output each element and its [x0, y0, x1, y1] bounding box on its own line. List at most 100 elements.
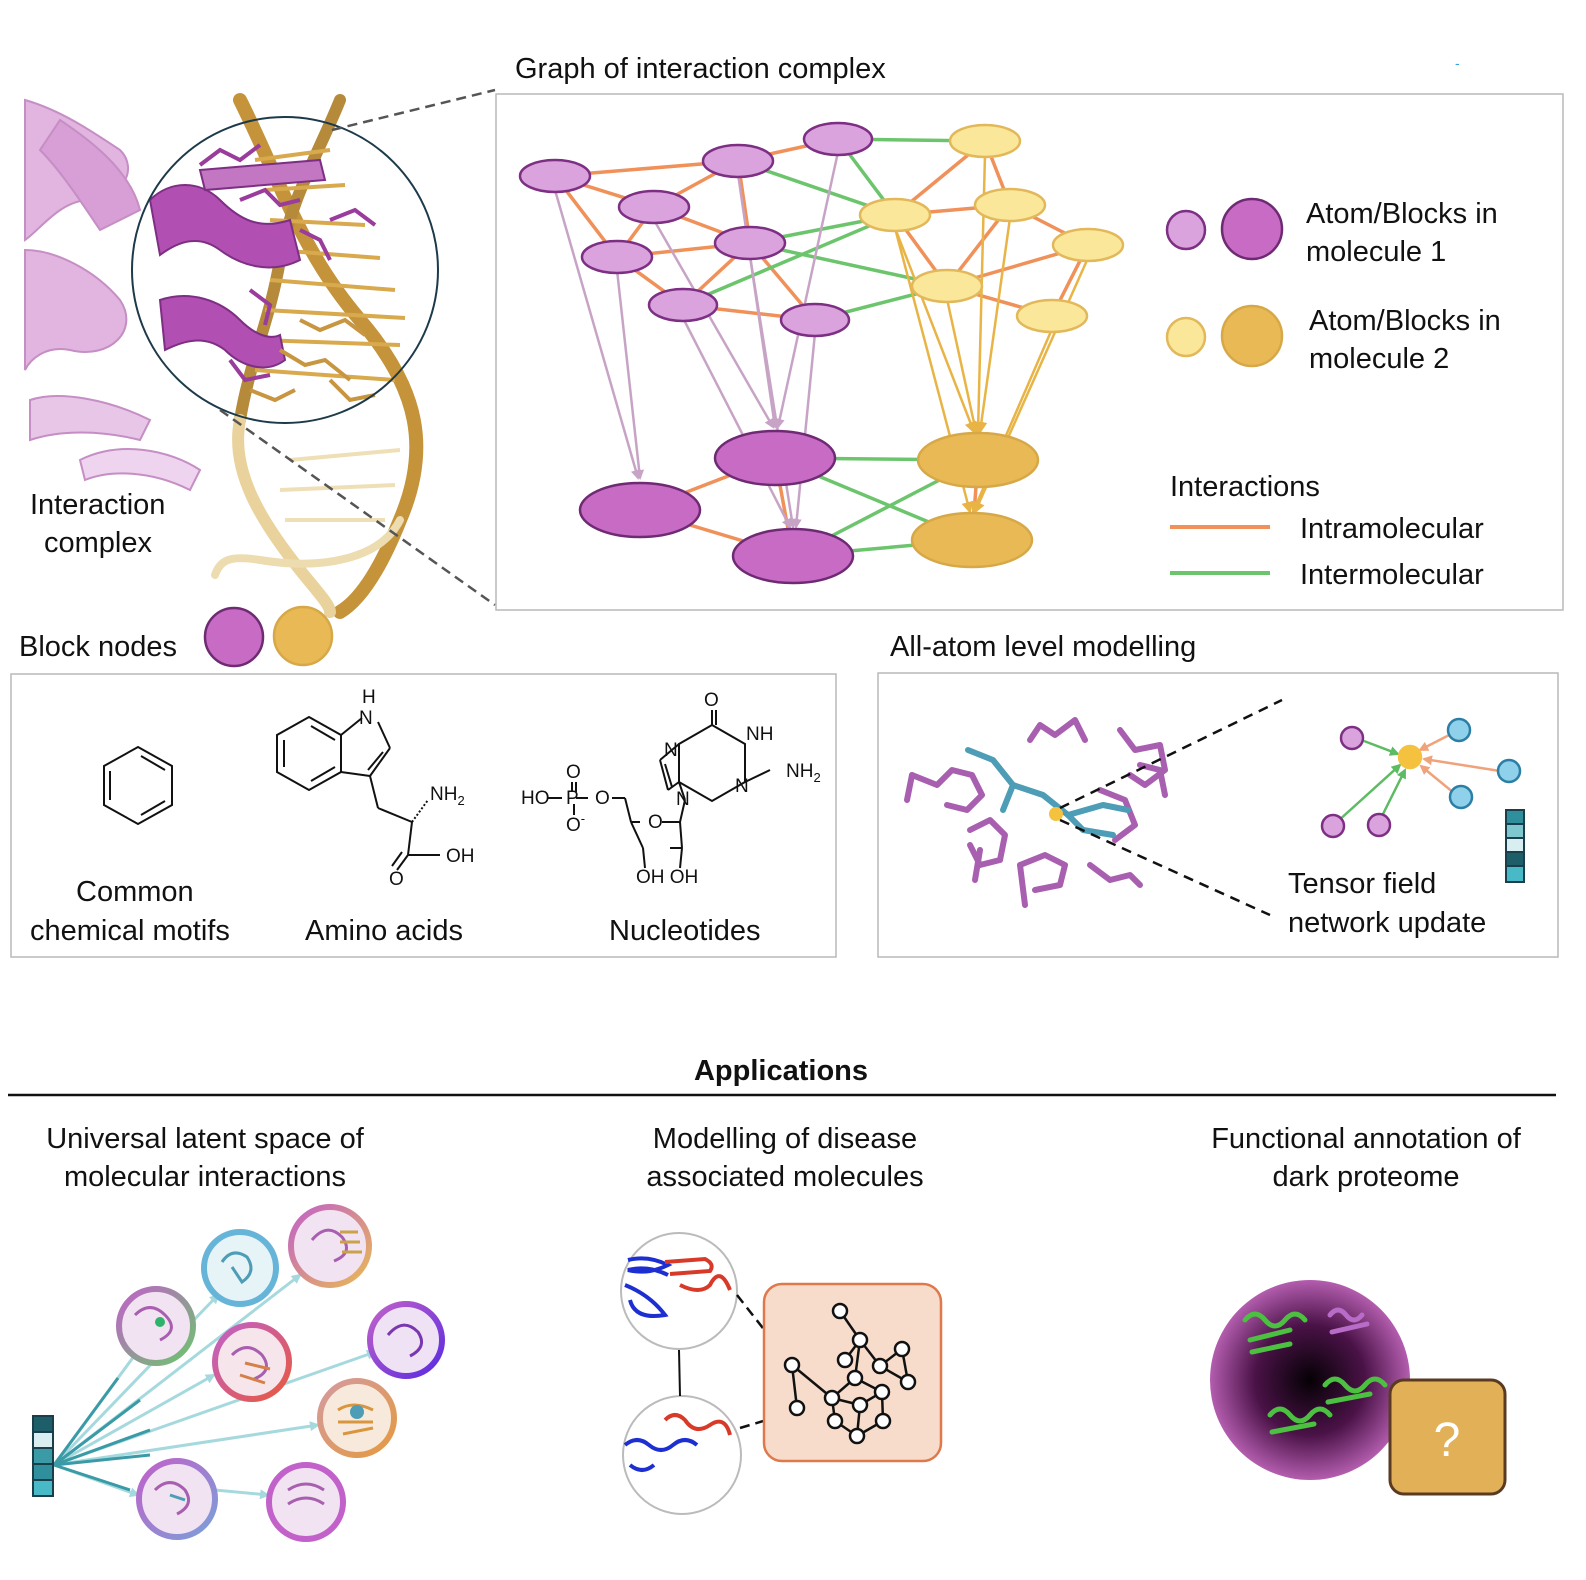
interaction-complex-illustration: Interaction complex — [24, 93, 439, 619]
nuc-o-top-label: O — [704, 690, 719, 711]
graph-node — [916, 431, 1040, 489]
disease-molecules-illustration — [620, 1232, 943, 1515]
indole-n-label: N — [359, 708, 373, 729]
question-icon: ? — [1434, 1414, 1461, 1467]
complex-thumbnail — [212, 1322, 292, 1402]
dark-proteome-illustration: ? — [1210, 1280, 1507, 1496]
legend-mol2-line2: molecule 2 — [1309, 343, 1449, 375]
block-node-mol1-swatch — [203, 606, 265, 668]
phosphate-ho-label: HO — [521, 788, 550, 809]
motifs-label-line1: Common — [76, 876, 194, 908]
phosphate-p-label: P — [566, 788, 579, 809]
graph-atom — [788, 1399, 806, 1417]
graph-node — [580, 239, 654, 275]
legend-mol2-block-swatch — [1220, 304, 1284, 368]
protein-link — [678, 1349, 681, 1397]
complex-thumbnails — [116, 1204, 445, 1542]
app1-label-line2: molecular interactions — [64, 1161, 346, 1193]
protein-ribbons — [623, 1256, 732, 1472]
protein-ribbon — [24, 98, 202, 492]
nuc-nh-label: NH — [746, 724, 773, 745]
graph-title: Graph of interaction complex — [515, 53, 886, 85]
complex-thumbnail — [201, 1229, 279, 1307]
graph-atom — [848, 1427, 866, 1445]
binding-helices — [148, 158, 327, 369]
feature-vector-icon — [1505, 809, 1525, 883]
graph-panel — [495, 93, 1564, 611]
mol2-atom-nodes — [858, 123, 1125, 334]
mol1-pooling-arrows — [553, 151, 840, 529]
dark-proteome-sphere — [1210, 1280, 1410, 1480]
legend-interactions-title: Interactions — [1170, 471, 1320, 503]
acid-oh-label: OH — [446, 846, 475, 867]
focus-atom — [1049, 807, 1063, 821]
mp-blue-node — [1448, 784, 1474, 810]
dna-base-pairs — [254, 148, 406, 522]
motifs-label-line2: chemical motifs — [30, 915, 230, 947]
zoom-connectors — [219, 88, 496, 607]
graph-node — [701, 143, 775, 179]
graph-node — [910, 511, 1034, 569]
benzene-structure — [103, 745, 173, 826]
mp-pink-node — [1339, 725, 1365, 751]
app2-label-line2: associated molecules — [646, 1161, 923, 1193]
nucleotide-structure — [548, 710, 771, 869]
graph-nodes — [518, 121, 1125, 585]
legend-intra-label: Intramolecular — [1300, 513, 1484, 545]
mp-blue-node — [1496, 758, 1522, 784]
graph-atom — [874, 1412, 892, 1430]
legend-mol2-atom-swatch — [1165, 316, 1207, 358]
phosphate-o-top-label: O — [566, 762, 581, 783]
legend-mol1-block-swatch — [1220, 197, 1284, 261]
message-passing-graph — [1320, 717, 1522, 839]
graph-atom — [893, 1340, 911, 1358]
disease-arrow-2 — [739, 1409, 792, 1430]
ring-o-label: O — [648, 812, 663, 833]
graph-atom — [831, 1302, 849, 1320]
graph-atom — [826, 1412, 844, 1430]
focus-connectors — [1059, 698, 1283, 917]
graph-node — [647, 287, 719, 323]
nuc-n2-label: N — [735, 776, 749, 797]
mp-blue-node — [1446, 717, 1472, 743]
app2-label-line1: Modelling of disease — [653, 1123, 917, 1155]
complex-thumbnail — [136, 1458, 218, 1540]
side-chain-sticks — [198, 143, 377, 383]
graph-node — [802, 121, 874, 157]
latent-arrows — [52, 1273, 377, 1500]
phosphate-o-label: O — [595, 788, 610, 809]
graph-node — [617, 189, 691, 225]
all-atom-title: All-atom level modelling — [890, 631, 1196, 663]
ribose-oh-label: OH OH — [636, 867, 698, 888]
graph-node — [578, 481, 702, 539]
pink-residue-sticks — [904, 717, 1168, 908]
interaction-complex-label-line2: complex — [44, 527, 152, 559]
amine-label: NH2 — [430, 784, 465, 808]
complex-thumbnail — [116, 1286, 196, 1366]
mol1-atom-nodes — [518, 121, 874, 338]
legend-inter-label: Intermolecular — [1300, 559, 1484, 591]
graph-node — [731, 527, 855, 585]
tensor-field-label-line1: Tensor field — [1288, 868, 1436, 900]
legend-mol1-atom-swatch — [1165, 209, 1207, 251]
latent-fan-lines — [52, 1377, 151, 1492]
interaction-complex-label-line1: Interaction — [30, 489, 165, 521]
graph-atom — [851, 1331, 869, 1349]
atom-sticks-illustration — [904, 717, 1168, 908]
nuc-n1-label: N — [664, 740, 678, 761]
app3-label-line2: dark proteome — [1273, 1161, 1460, 1193]
zoom-circle — [131, 116, 439, 424]
complex-thumbnail — [266, 1462, 346, 1542]
legend-mol2-line1: Atom/Blocks in — [1309, 305, 1501, 337]
graph-atom — [871, 1357, 889, 1375]
complex-thumbnail — [367, 1301, 445, 1379]
tryptophan-structure — [276, 715, 440, 871]
mp-center-node — [1397, 744, 1423, 770]
legend-mol1-line1: Atom/Blocks in — [1306, 198, 1498, 230]
tensor-field-label-line2: network update — [1288, 907, 1486, 939]
graph-atom — [846, 1369, 864, 1387]
block-node-mol2-swatch — [272, 605, 334, 667]
indole-h-label: H — [362, 687, 376, 708]
acid-o-label: O — [389, 869, 404, 890]
